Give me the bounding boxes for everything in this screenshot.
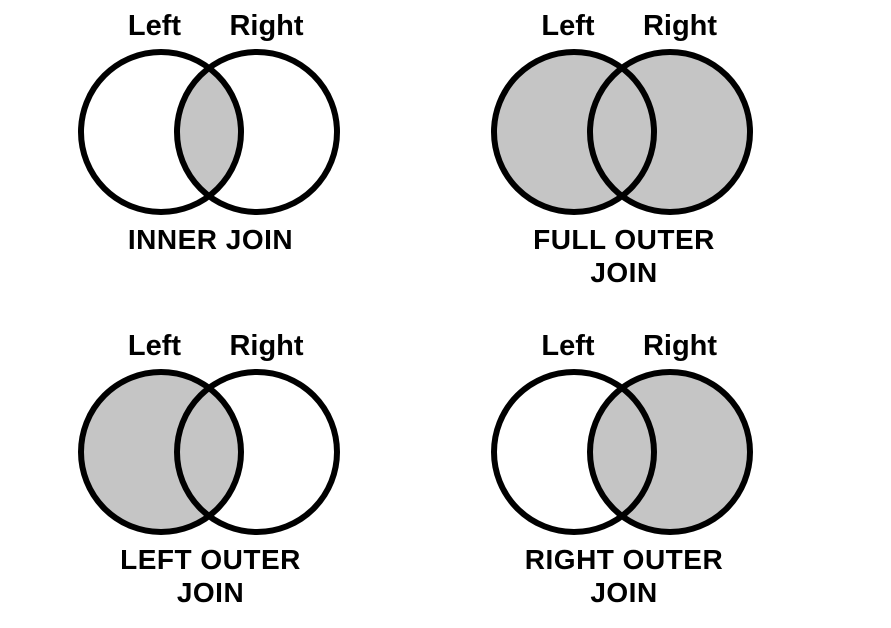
right-circle-label: Right: [229, 330, 304, 362]
circle-labels: Left Right: [99, 328, 323, 364]
quadrant-full-outer-join: Left Right FULL OUTER JOIN: [445, 0, 891, 314]
left-circle-outline: [77, 369, 244, 535]
intersection-fill: [590, 372, 654, 532]
quadrant-inner-join: Left Right INNER JOIN: [0, 0, 445, 314]
caption-line: INNER JOIN: [127, 224, 294, 255]
caption-line: JOIN: [590, 257, 658, 288]
venn-svg: [491, 49, 753, 215]
caption-line: FULL OUTER: [533, 224, 715, 255]
left-circle-label: Left: [127, 10, 182, 42]
caption-line: JOIN: [590, 577, 658, 608]
left-circle-label: Left: [541, 10, 595, 42]
caption-line: JOIN: [176, 577, 245, 608]
left-circle-outline: [491, 49, 657, 215]
join-caption: INNER JOIN: [128, 223, 293, 256]
venn-diagram-right-outer-join: [489, 366, 759, 538]
right-circle-label: Right: [229, 10, 304, 42]
quadrant-right-outer-join: Left Right RIGHT OUTER JOIN: [445, 314, 891, 628]
right-circle-outline: [587, 369, 753, 535]
venn-svg: [77, 49, 340, 215]
caption-line: RIGHT OUTER: [524, 544, 724, 575]
intersection-fill: [176, 372, 241, 532]
venn-diagram-inner-join: [76, 46, 346, 218]
circle-labels: Left Right: [512, 8, 736, 44]
right-circle-outline: [173, 49, 340, 215]
circle-labels: Left Right: [99, 8, 323, 44]
venn-diagram-left-outer-join: [76, 366, 346, 538]
intersection-fill: [590, 52, 654, 212]
venn-svg: [77, 369, 340, 535]
intersection-fill: [176, 52, 241, 212]
circle-labels: Left Right: [512, 328, 736, 364]
right-circle-label: Right: [642, 10, 718, 42]
right-circle-outline: [587, 49, 753, 215]
join-caption: RIGHT OUTER JOIN: [525, 543, 723, 609]
venn-svg: [491, 369, 753, 535]
join-caption: FULL OUTER JOIN: [533, 223, 715, 289]
join-caption: LEFT OUTER JOIN: [120, 543, 301, 609]
right-circle-label: Right: [642, 330, 718, 362]
left-circle-outline: [491, 369, 657, 535]
left-circle-label: Left: [127, 330, 182, 362]
left-circle-outline: [77, 49, 244, 215]
quadrant-left-outer-join: Left Right LEFT OUTER JOIN: [0, 314, 445, 628]
venn-diagram-full-outer-join: [489, 46, 759, 218]
caption-line: LEFT OUTER: [120, 544, 301, 575]
left-circle-label: Left: [541, 330, 595, 362]
right-circle-outline: [173, 369, 340, 535]
